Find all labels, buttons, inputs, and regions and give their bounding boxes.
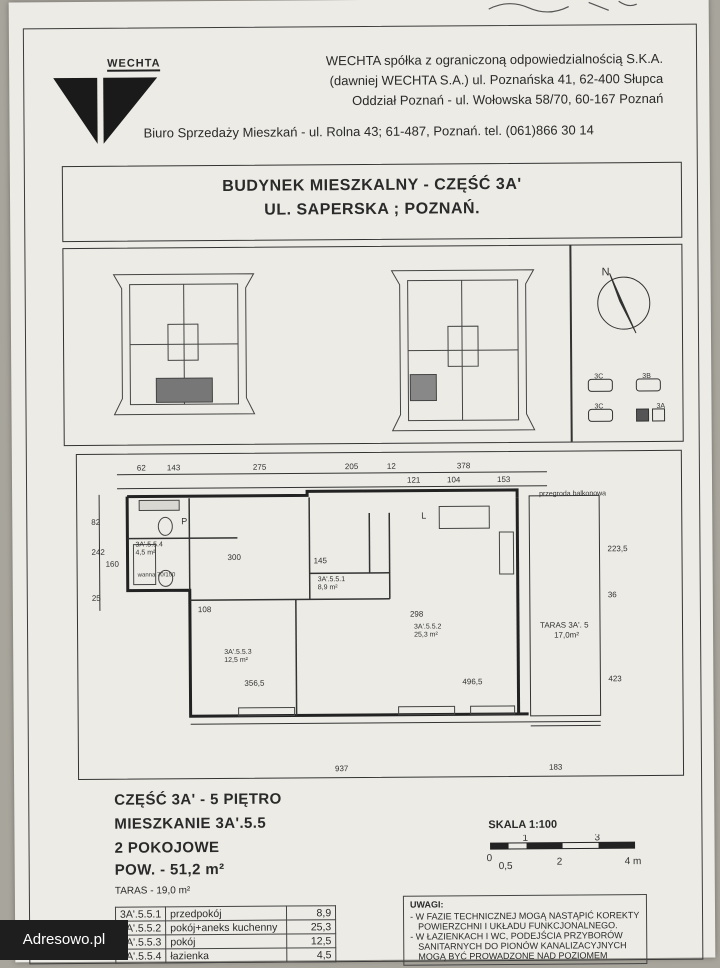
floor-plan-drawing: 62 143 275 205 12 378 121 104 153 82 242… bbox=[77, 451, 683, 779]
apartment-area: POW. - 51,2 m² bbox=[115, 861, 225, 879]
building-title-box: BUDYNEK MIESZKALNY - CZĘŚĆ 3A' UL. SAPER… bbox=[62, 162, 683, 242]
part-label-3a: 3A bbox=[656, 403, 665, 410]
scale-bar: 1 3 0 0,5 2 4 m bbox=[484, 834, 644, 875]
dim-inner-19: 356,5 bbox=[244, 679, 265, 688]
room-area-living: 25,3 m² bbox=[414, 631, 438, 638]
room-table: 3A'.5.5.1 przedpokój 8,9 3A'.5.5.2 pokój… bbox=[115, 905, 337, 964]
scale-tick-bottom-1: 0,5 bbox=[499, 861, 513, 872]
dim-left-2: 160 bbox=[106, 560, 120, 569]
dim-top-3: 205 bbox=[345, 462, 359, 471]
terrace bbox=[189, 495, 601, 728]
notes-box: UWAGI: - W FAZIE TECHNICZNEJ MOGĄ NASTĄP… bbox=[403, 894, 647, 966]
scale-label: SKALA 1:100 bbox=[488, 819, 557, 831]
balcony-partition-label: przegroda balkonowa bbox=[539, 490, 606, 497]
dim-right-0: 223,5 bbox=[607, 544, 628, 553]
notes-title: UWAGI: bbox=[410, 898, 640, 910]
room-name: łazienka bbox=[166, 948, 287, 963]
room-id-living: 3A'.5.5.2 bbox=[414, 623, 442, 630]
logo-wordmark: WECHTA bbox=[107, 57, 161, 71]
table-row: 3A'.5.5.1 przedpokój 8,9 bbox=[115, 906, 335, 922]
building-title: BUDYNEK MIESZKALNY - CZĘŚĆ 3A' bbox=[63, 175, 681, 197]
room-name: pokój bbox=[166, 934, 287, 949]
dim-right-2: 423 bbox=[608, 674, 622, 683]
dim-inner-0: 300 bbox=[228, 553, 242, 562]
scale-tick-top-1: 3 bbox=[594, 834, 600, 843]
room-count: 2 POKOJOWE bbox=[115, 839, 220, 857]
room-area-hall: 8,9 m² bbox=[318, 584, 339, 591]
dim-left-3: 25 bbox=[92, 594, 102, 603]
scale-tick-top-0: 1 bbox=[522, 834, 528, 844]
room-name: pokój+aneks kuchenny bbox=[166, 920, 287, 935]
bath-p-mark: P bbox=[181, 516, 187, 526]
company-name: WECHTA spółka z ograniczoną odpowiedzial… bbox=[326, 50, 663, 70]
north-arrow-icon: N bbox=[598, 266, 650, 333]
scale-tick-bottom-0: 0 bbox=[487, 853, 493, 864]
room-area-bath: 4,5 m² bbox=[135, 549, 156, 556]
room-id-bath: 3A'.5.5.4 bbox=[135, 541, 163, 548]
building-outline-right bbox=[392, 270, 535, 431]
dim-top-5: 378 bbox=[457, 461, 471, 470]
company-former-name: (dawniej WECHTA S.A.) ul. Poznańska 41, … bbox=[330, 70, 664, 90]
apartment-number: MIESZKANIE 3A'.5.5 bbox=[114, 815, 266, 833]
room-area: 25,3 bbox=[287, 920, 336, 934]
dim-bottom-0: 937 bbox=[335, 764, 349, 773]
dim-top-4: 12 bbox=[387, 462, 397, 471]
document-sheet: WECHTA WECHTA spółka z ograniczoną odpow… bbox=[9, 0, 716, 962]
part-label-3b: 3B bbox=[642, 373, 651, 380]
part-label-3c-bottom: 3C bbox=[594, 403, 603, 410]
part-floor: CZĘŚĆ 3A' - 5 PIĘTRO bbox=[114, 791, 282, 809]
north-label: N bbox=[602, 266, 610, 278]
dim-top-1: 143 bbox=[167, 463, 181, 472]
dim-top-2: 275 bbox=[253, 463, 267, 472]
sales-office: Biuro Sprzedaży Mieszkań - ul. Rolna 43;… bbox=[144, 122, 594, 140]
building-address: UL. SAPERSKA ; POZNAŃ. bbox=[63, 199, 681, 221]
dim-left-1: 242 bbox=[91, 548, 105, 557]
terrace-area-total: TARAS - 19,0 m² bbox=[115, 885, 190, 897]
table-row: 3A'.5.5.2 pokój+aneks kuchenny 25,3 bbox=[116, 920, 336, 936]
part-legend-icons: 3C 3B 3C 3A bbox=[588, 373, 665, 422]
room-area: 8,9 bbox=[287, 906, 336, 920]
part-label-3c-top: 3C bbox=[594, 373, 603, 380]
room-area: 12,5 bbox=[287, 934, 336, 948]
key-plan-box: N 3C 3B 3C 3A bbox=[62, 244, 683, 446]
room-id-bedroom: 3A'.5.5.3 bbox=[224, 649, 252, 656]
dim-inner-3: 108 bbox=[198, 605, 212, 614]
floor-plan-box: 62 143 275 205 12 378 121 104 153 82 242… bbox=[76, 450, 684, 780]
table-row: 3A'.5.5.4 łazienka 4,5 bbox=[116, 948, 336, 964]
dim-top2-2: 153 bbox=[497, 475, 511, 484]
key-plan-drawings: N 3C 3B 3C 3A bbox=[63, 245, 682, 445]
room-area-bedroom: 12,5 m² bbox=[224, 657, 248, 664]
terrace-label: TARAS 3A'. 5 bbox=[540, 620, 589, 629]
dim-top2-0: 121 bbox=[407, 476, 421, 485]
dim-inner-21: 496,5 bbox=[462, 677, 483, 686]
terrace-area: 17,0m² bbox=[554, 630, 579, 639]
watermark-badge: Adresowo.pl bbox=[0, 920, 128, 960]
bath-label: wanna 70/150 bbox=[137, 572, 176, 578]
room-name: przedpokój bbox=[166, 906, 287, 921]
dim-top2-1: 104 bbox=[447, 475, 461, 484]
dim-inner-1: 145 bbox=[314, 556, 328, 565]
company-branch: Oddział Poznań - ul. Wołowska 58/70, 60-… bbox=[352, 90, 663, 110]
room-id-hall: 3A'.5.5.1 bbox=[318, 576, 346, 583]
kitchen-l-mark: L bbox=[421, 511, 426, 521]
scale-tick-bottom-3: 4 m bbox=[625, 856, 642, 867]
dim-bottom-1: 183 bbox=[549, 763, 563, 772]
dim-inner-11: 298 bbox=[410, 610, 424, 619]
dim-right-1: 36 bbox=[608, 590, 618, 599]
dim-top-0: 62 bbox=[137, 464, 147, 473]
building-outline-left bbox=[114, 274, 255, 415]
handwriting-scribble bbox=[479, 0, 639, 13]
scale-tick-bottom-2: 2 bbox=[557, 857, 563, 868]
dim-left-0: 82 bbox=[91, 518, 101, 527]
table-row: 3A'.5.5.3 pokój 12,5 bbox=[116, 934, 336, 950]
